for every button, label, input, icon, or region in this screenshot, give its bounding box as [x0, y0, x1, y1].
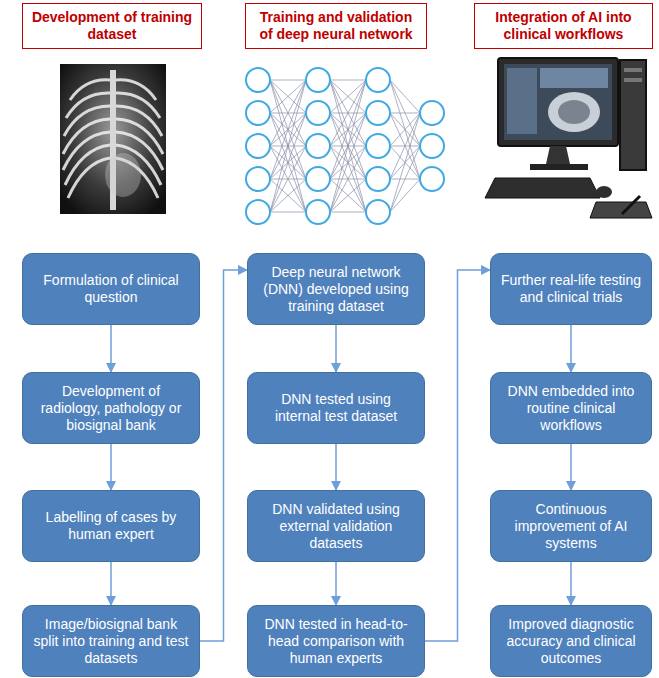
box-text: Development of radiology, pathology or b…	[32, 383, 190, 434]
flow-arrow	[425, 270, 490, 641]
process-box: DNN tested in head-to-head comparison wi…	[247, 605, 425, 677]
section-header: Training and validation of deep neural n…	[245, 3, 427, 49]
flow-arrow	[570, 562, 572, 605]
flow-arrow	[570, 325, 572, 372]
box-text: Improved diagnostic accuracy and clinica…	[500, 616, 642, 667]
process-box: Further real-life testing and clinical t…	[490, 253, 652, 325]
process-box: DNN validated using external validation …	[247, 490, 425, 562]
section-header: Development of training dataset	[22, 3, 202, 49]
header-text: Development of training dataset	[29, 9, 195, 43]
flow-arrow	[200, 270, 247, 641]
box-text: DNN tested using internal test dataset	[257, 391, 415, 425]
neural-network-icon	[246, 68, 444, 224]
flow-arrow	[110, 444, 112, 490]
flow-arrow	[110, 325, 112, 372]
process-box: Image/biosignal bank split into training…	[22, 605, 200, 677]
box-text: Continuous improvement of AI systems	[500, 501, 642, 552]
flow-arrow	[335, 444, 337, 490]
flow-arrow	[110, 562, 112, 605]
box-text: Formulation of clinical question	[32, 272, 190, 306]
box-text: DNN tested in head-to-head comparison wi…	[257, 616, 415, 667]
flow-arrow	[570, 444, 572, 490]
xray-image	[60, 64, 166, 214]
box-text: DNN embedded into routine clinical workf…	[500, 383, 642, 434]
process-box: Labelling of cases by human expert	[22, 490, 200, 562]
workstation-icon	[485, 58, 652, 218]
flow-arrow	[335, 562, 337, 605]
header-text: Integration of AI into clinical workflow…	[481, 9, 646, 43]
section-header: Integration of AI into clinical workflow…	[474, 3, 653, 49]
flow-arrow	[335, 325, 337, 372]
process-box: Deep neural network (DNN) developed usin…	[247, 253, 425, 325]
box-text: Deep neural network (DNN) developed usin…	[257, 264, 415, 315]
process-box: DNN embedded into routine clinical workf…	[490, 372, 652, 444]
header-text: Training and validation of deep neural n…	[252, 9, 420, 43]
process-box: DNN tested using internal test dataset	[247, 372, 425, 444]
process-box: Improved diagnostic accuracy and clinica…	[490, 605, 652, 677]
box-text: Further real-life testing and clinical t…	[500, 272, 642, 306]
process-box: Continuous improvement of AI systems	[490, 490, 652, 562]
process-box: Formulation of clinical question	[22, 253, 200, 325]
box-text: DNN validated using external validation …	[257, 501, 415, 552]
process-box: Development of radiology, pathology or b…	[22, 372, 200, 444]
box-text: Labelling of cases by human expert	[32, 509, 190, 543]
box-text: Image/biosignal bank split into training…	[32, 616, 190, 667]
